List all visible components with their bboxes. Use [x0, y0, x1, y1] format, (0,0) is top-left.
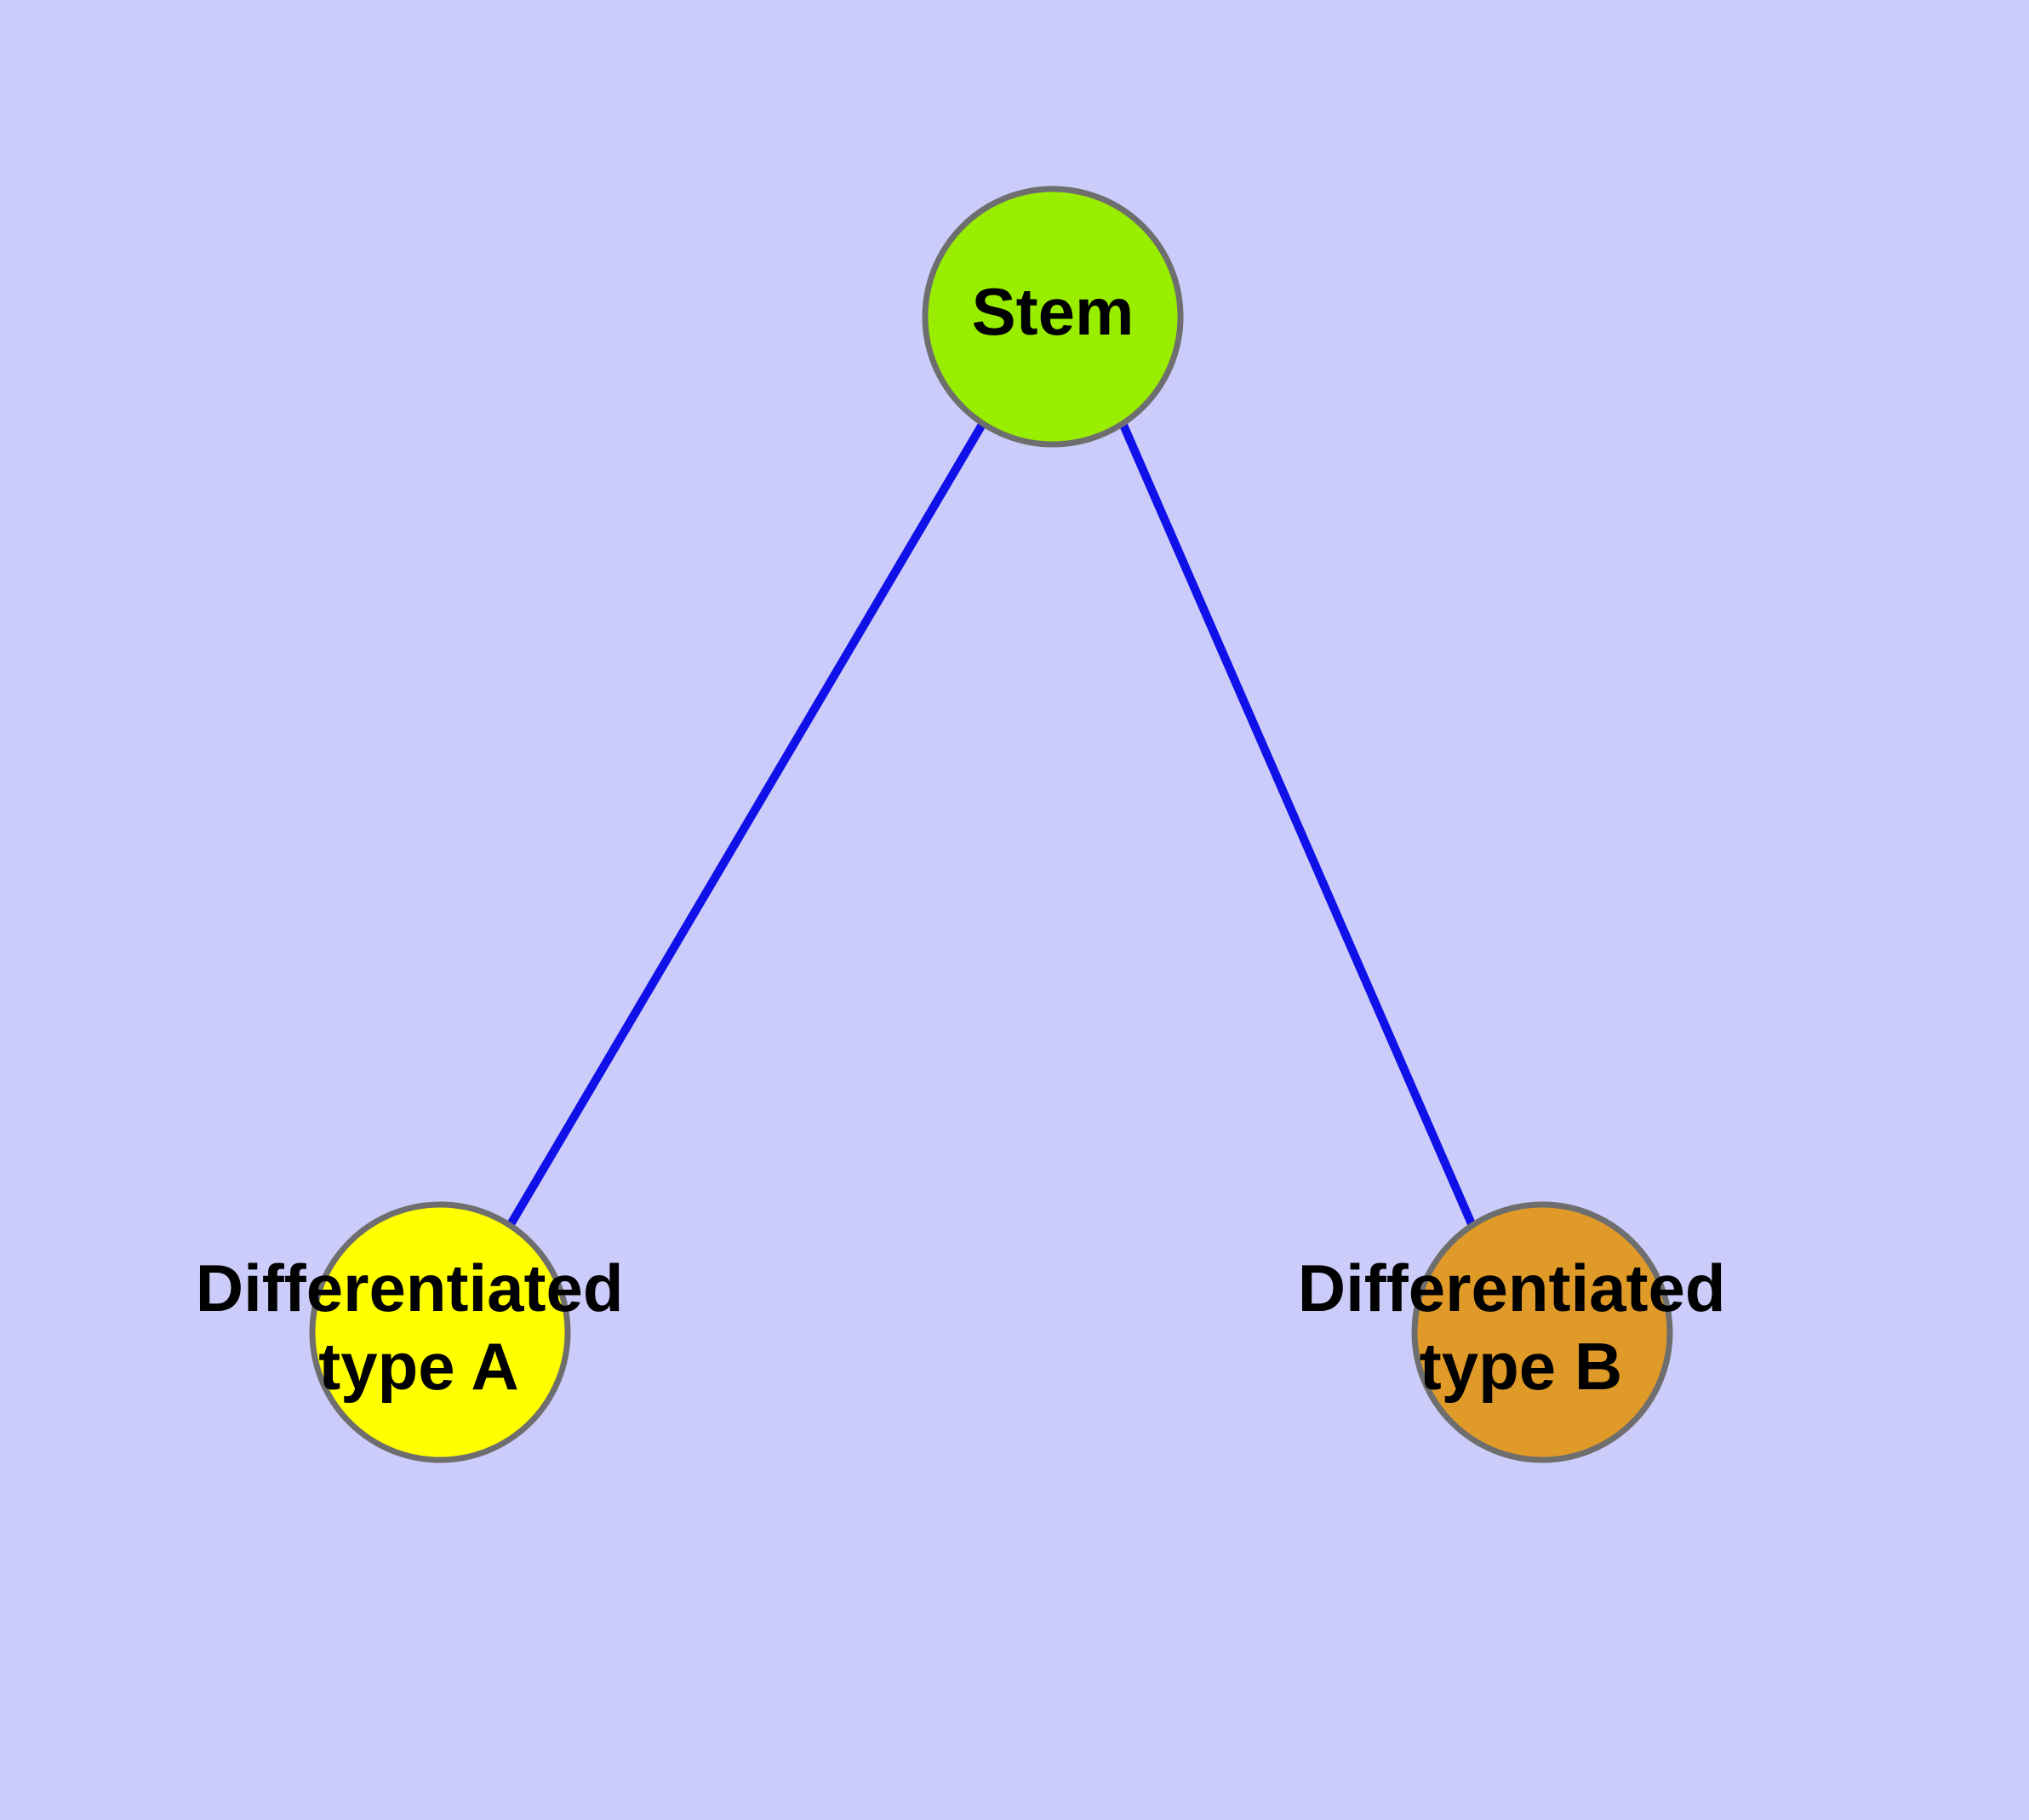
differentiated-type-a-label-line-2: type A	[318, 1329, 519, 1404]
node-layer: Stem Differentiated type A Differentiate…	[196, 186, 1744, 1463]
differentiated-type-a-label-line-1: Differentiated	[196, 1251, 624, 1325]
differentiated-type-a-node-label: Differentiated type A	[196, 1251, 642, 1404]
differentiated-type-b-label-line-1: Differentiated	[1298, 1251, 1726, 1325]
node-stem[interactable]: Stem	[922, 186, 1184, 448]
differentiated-type-a-node-circle[interactable]	[309, 1201, 571, 1463]
edge-stem-to-differentiated-type-a[interactable]	[506, 421, 987, 1228]
node-differentiated-type-a[interactable]: Differentiated type A	[196, 1201, 642, 1463]
differentiated-type-b-label-line-2: type B	[1420, 1329, 1622, 1404]
edge-stem-to-differentiated-type-b[interactable]	[1118, 421, 1477, 1228]
stem-node-circle[interactable]	[922, 186, 1184, 448]
node-differentiated-type-b[interactable]: Differentiated type B	[1298, 1201, 1744, 1463]
stem-node-label-line-1: Stem	[972, 274, 1135, 349]
differentiated-type-b-node-circle[interactable]	[1411, 1201, 1673, 1463]
stem-node-label: Stem	[972, 274, 1135, 349]
differentiated-type-b-node-label: Differentiated type B	[1298, 1251, 1744, 1404]
edge-layer	[506, 421, 1477, 1228]
